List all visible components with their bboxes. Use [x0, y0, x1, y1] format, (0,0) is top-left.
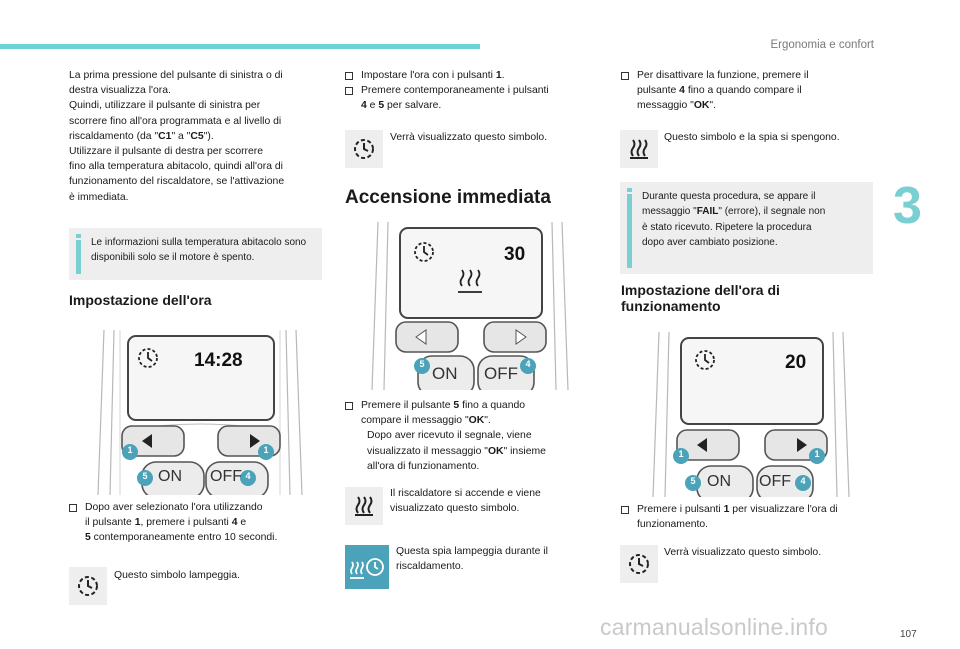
col2-steps-top: Impostare l'ora con i pulsanti 1. Premer…	[345, 68, 595, 114]
clock-icon	[629, 554, 649, 574]
col2-icon-caption-2: Il riscaldatore si accende e viene visua…	[390, 488, 541, 515]
heater-icon	[355, 496, 373, 516]
col3-clock-icon-box	[620, 545, 658, 583]
badge-off: 4	[525, 359, 531, 369]
col2-icon-caption-3: Questa spia lampeggia durante il riscald…	[396, 546, 548, 573]
col3-heading: Impostazione dell'ora di funzionamento	[621, 282, 780, 314]
badge-left: 1	[127, 445, 133, 455]
off-button-label: OFF	[759, 473, 791, 490]
watermark: carmanualsonline.info	[600, 614, 828, 640]
col2-step: Premere il pulsante 5 fino a quando comp…	[345, 398, 595, 474]
col3-icon-caption: Questo simbolo e la spia si spengono.	[664, 132, 840, 143]
info-icon	[627, 188, 632, 268]
display-minutes: 30	[504, 244, 526, 265]
heater-icon	[630, 139, 648, 159]
col2-warning-lamp-box	[345, 545, 389, 589]
clock-icon	[695, 350, 715, 370]
col3-step-top: Per disattivare la funzione, premere il …	[621, 68, 876, 114]
on-button-label: ON	[432, 364, 458, 383]
badge-left: 1	[678, 449, 684, 459]
off-button-label: OFF	[484, 364, 518, 383]
badge-on: 5	[142, 471, 148, 481]
remote-illustration-3: 20 1 1 5 4 ON OFF	[645, 332, 857, 497]
clock-blink-icon	[78, 576, 98, 596]
col1-intro: La prima pressione del pulsante di sinis…	[69, 70, 285, 203]
remote-illustration-1: 14:28 1 1 5 4 ON OFF	[90, 330, 310, 495]
clock-icon	[354, 139, 374, 159]
col3-icon-caption-2: Verrà visualizzato questo simbolo.	[664, 547, 822, 558]
section-title: Ergonomia e confort	[770, 39, 874, 51]
heating-lamp-icon	[350, 558, 384, 579]
chapter-number: 3	[893, 177, 922, 235]
col2-icon-caption-1: Verrà visualizzato questo simbolo.	[390, 132, 548, 143]
header-accent-bar	[0, 44, 480, 49]
col3-heater-icon-box	[620, 130, 658, 168]
col1-step: Dopo aver selezionato l'ora utilizzando …	[69, 500, 329, 546]
on-button-label: ON	[707, 473, 731, 490]
clock-icon-box	[69, 567, 107, 605]
col3-step: Premere i pulsanti 1 per visualizzare l'…	[621, 502, 876, 532]
badge-right: 1	[263, 445, 269, 455]
col1-info-note: Le informazioni sulla temperatura abitac…	[69, 228, 322, 280]
clock-icon	[414, 242, 434, 262]
badge-off: 4	[245, 471, 251, 481]
clock-icon	[138, 348, 158, 368]
info-icon	[76, 234, 81, 274]
badge-off: 4	[800, 476, 806, 486]
badge-on: 5	[419, 359, 425, 369]
on-button-label: ON	[158, 468, 182, 485]
col1-heading: Impostazione dell'ora	[69, 292, 212, 308]
page-number: 107	[900, 629, 917, 640]
col2-heater-icon-box	[345, 487, 383, 525]
col3-info-note: Durante questa procedura, se appare il m…	[620, 182, 873, 274]
heater-icon	[458, 269, 482, 293]
display-minutes: 20	[785, 352, 807, 373]
remote-illustration-2: 30 5 4 ON OFF	[364, 222, 576, 390]
col1-icon-caption: Questo simbolo lampeggia.	[114, 570, 240, 581]
off-button-label: OFF	[210, 468, 242, 485]
badge-right: 1	[814, 449, 820, 459]
col2-heading: Accensione immediata	[345, 187, 551, 208]
display-time: 14:28	[194, 350, 243, 371]
badge-on: 5	[690, 476, 696, 486]
col2-clock-icon-box	[345, 130, 383, 168]
